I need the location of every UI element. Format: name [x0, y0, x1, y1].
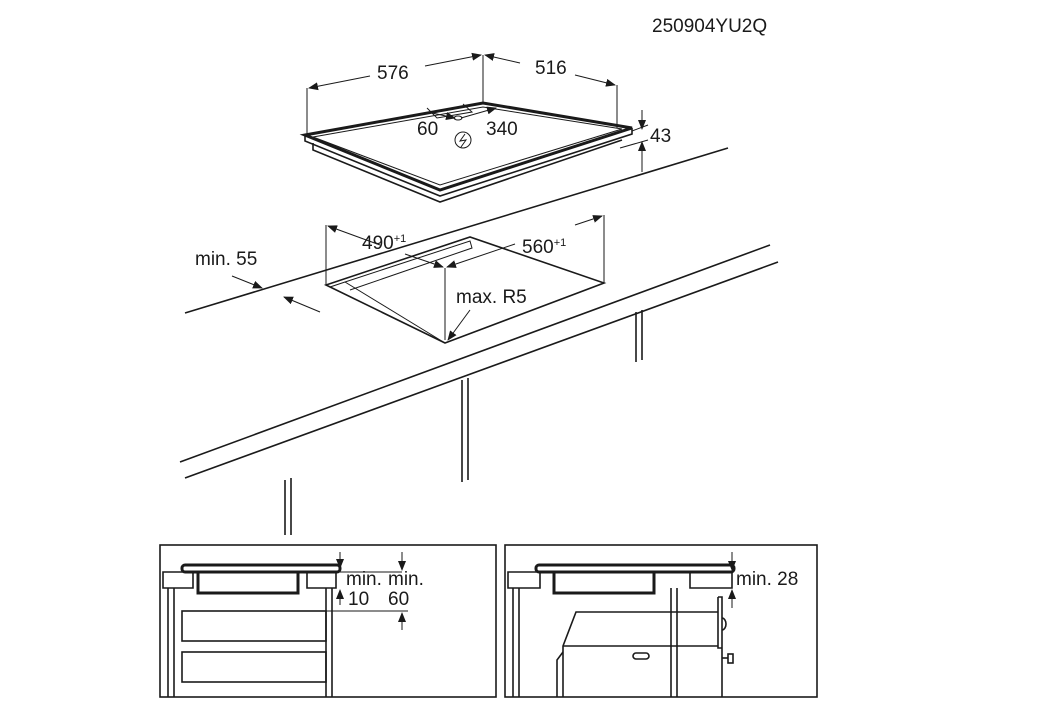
hob-depth-label: 516: [535, 58, 567, 79]
edge-distance-label: min. 55: [195, 249, 257, 270]
worktop-drawing: [179, 147, 779, 535]
hob-height-label: 43: [650, 126, 671, 147]
connection-left-label: 60: [417, 119, 438, 140]
section-drawer-drawing: [159, 544, 497, 698]
product-code: 250904YU2Q: [652, 16, 767, 37]
min-10-label: min.: [346, 569, 382, 590]
min-10-value: 10: [348, 589, 369, 610]
hob-dimensions: [306, 52, 649, 172]
connection-right-label: 340: [486, 119, 518, 140]
corner-radius-label: max. R5: [456, 287, 527, 308]
cutout-drawing: [231, 215, 607, 344]
power-connection-icon: [454, 131, 472, 149]
hob-drawing: [299, 101, 633, 203]
min-60-value: 60: [388, 589, 409, 610]
cutout-depth-label: 560+1: [522, 237, 566, 258]
cutout-width-label: 490+1: [362, 233, 406, 254]
hob-width-label: 576: [377, 63, 409, 84]
min-60-label: min.: [388, 569, 424, 590]
section-oven-drawing: [504, 544, 818, 698]
min-28-label: min. 28: [736, 569, 798, 590]
